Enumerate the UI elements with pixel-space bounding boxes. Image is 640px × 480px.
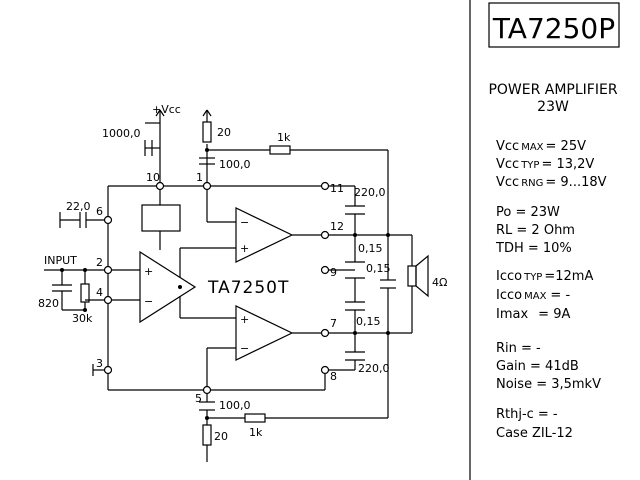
pin-2: 2 (96, 256, 103, 269)
r-30k: 30k (72, 312, 93, 325)
c-100-bot: 100,0 (219, 399, 251, 412)
c-100-top: 100,0 (219, 158, 251, 171)
supply-label: +Vcc (152, 103, 181, 116)
c-015-b: 0,15 (366, 262, 391, 275)
pin-4: 4 (96, 286, 103, 299)
r-20-top: 20 (217, 126, 231, 139)
input-label: INPUT (44, 254, 77, 267)
r-1k-top: 1k (277, 131, 291, 144)
c-820: 820 (38, 297, 59, 310)
c-220-top: 220,0 (354, 186, 386, 199)
pin-9: 9 (330, 266, 337, 279)
schematic-labels: TA7250T +Vcc INPUT 4Ω 1000,0 20 1k 100,0… (38, 103, 447, 443)
r-1k-bot: 1k (249, 426, 263, 439)
c-015-a: 0,15 (358, 242, 383, 255)
speaker-label: 4Ω (432, 276, 447, 289)
spec-tdh: TDH = 10% (495, 241, 572, 256)
preamp-plus: + (144, 265, 153, 278)
upper-amp-plus: + (240, 242, 249, 255)
lower-amp-minus: − (240, 342, 249, 355)
c-015-c: 0,15 (356, 315, 381, 328)
pin-1: 1 (196, 171, 203, 184)
preamp-minus: − (144, 295, 153, 308)
wiring (44, 109, 429, 462)
pin-8: 8 (330, 370, 337, 383)
pin-3: 3 (96, 357, 103, 370)
pin-11: 11 (330, 182, 344, 195)
spec-case: Case ZIL-12 (496, 426, 573, 441)
spec-rl: RL = 2 Ohm (496, 223, 575, 238)
ic-name: TA7250T (207, 278, 289, 298)
heading-line-1: POWER AMPLIFIER (488, 82, 617, 98)
pin-7: 7 (330, 317, 337, 330)
pin-10: 10 (146, 171, 160, 184)
spec-noise: Noise = 3,5mkV (496, 377, 601, 392)
spec-po: Po = 23W (496, 205, 560, 220)
c-1000: 1000,0 (102, 127, 141, 140)
spec-imax: Imax= 9A (496, 307, 570, 322)
spec-rin: Rin = - (496, 341, 541, 356)
pin-6: 6 (96, 205, 103, 218)
spec-gain: Gain = 41dB (496, 359, 579, 374)
title-block: TA7250P POWER AMPLIFIER 23W (469, 0, 620, 480)
pin-12: 12 (330, 220, 344, 233)
spec-rthj: Rthj-c= - (496, 407, 558, 422)
lower-amp-plus: + (240, 313, 249, 326)
c-220-bot: 220,0 (358, 362, 390, 375)
r-20-bot: 20 (214, 430, 228, 443)
c-22: 22,0 (66, 200, 91, 213)
upper-amp-minus: − (240, 216, 249, 229)
heading-line-2: 23W (537, 99, 569, 115)
part-number: TA7250P (492, 12, 615, 45)
pin-5: 5 (195, 392, 202, 405)
